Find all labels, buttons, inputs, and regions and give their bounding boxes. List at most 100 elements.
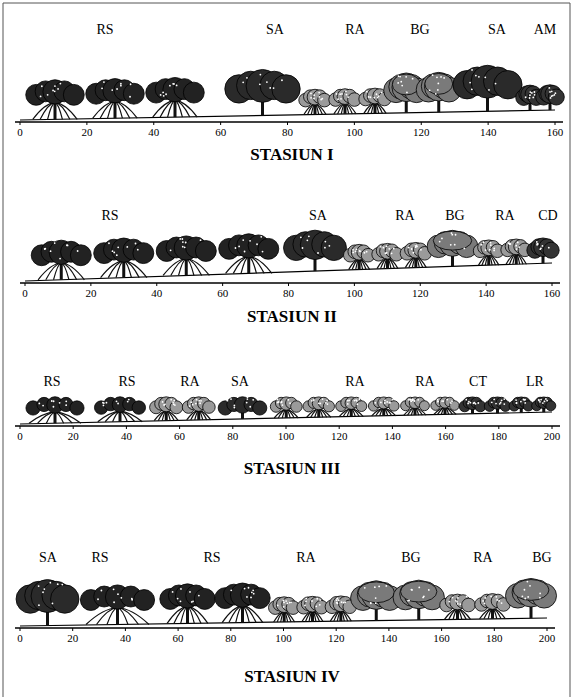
leaf-speckle <box>113 252 115 254</box>
leaf-speckle <box>338 599 340 601</box>
leaf-speckle <box>162 92 164 94</box>
leaf-speckle <box>326 400 328 402</box>
leaf-speckle <box>366 251 368 253</box>
axis-tick-mark <box>392 426 393 429</box>
leaf-speckle <box>244 588 246 590</box>
axis-tick-mark <box>178 628 179 631</box>
leaf-speckle <box>475 75 477 77</box>
leaf-speckle <box>103 405 105 407</box>
leaf-speckle <box>529 97 531 99</box>
leaf-speckle <box>57 88 59 90</box>
canopy <box>123 83 144 104</box>
leaf-speckle <box>366 91 368 93</box>
axis-tick-mark <box>498 426 499 429</box>
leaf-speckle <box>437 89 439 91</box>
leaf-speckle <box>523 399 525 401</box>
leaf-speckle <box>251 591 253 593</box>
species-code: BG <box>445 208 464 223</box>
axis-tick-mark <box>354 122 355 125</box>
leaf-speckle <box>162 401 164 403</box>
leaf-speckle <box>432 74 434 76</box>
leaf-speckle <box>498 600 500 602</box>
leaf-speckle <box>527 596 529 598</box>
leaf-speckle <box>315 605 317 607</box>
stilt-root <box>97 608 118 625</box>
leaf-speckle <box>347 96 349 98</box>
leaf-speckle <box>448 601 450 603</box>
axis-tick-mark <box>354 283 355 286</box>
leaf-speckle <box>416 246 418 248</box>
canopy <box>249 588 270 609</box>
leaf-speckle <box>44 248 46 250</box>
leaf-speckle <box>545 398 547 400</box>
leaf-speckle <box>116 254 118 256</box>
leaf-speckle <box>470 402 472 404</box>
stilt-root <box>116 261 124 278</box>
leaf-speckle <box>103 81 105 83</box>
leaf-speckle <box>471 88 473 90</box>
leaf-speckle <box>484 597 486 599</box>
leaf-speckle <box>283 601 285 603</box>
axis-number: 160 <box>437 430 454 442</box>
mangrove-tree <box>80 585 154 625</box>
leaf-speckle <box>116 88 118 90</box>
species-code: SA <box>231 374 249 389</box>
leaf-speckle <box>391 252 393 254</box>
species-code: RA <box>415 374 434 389</box>
leaf-speckle <box>368 96 370 98</box>
stilt-root <box>229 606 243 623</box>
stilt-root <box>160 100 175 117</box>
leaf-speckle <box>484 76 486 78</box>
leaf-speckle <box>412 399 414 401</box>
axis-tick-mark <box>552 426 553 429</box>
leaf-speckle <box>490 244 492 246</box>
mangrove-tree <box>343 244 374 269</box>
axis-number: 60 <box>174 430 185 442</box>
stilt-root <box>108 101 115 118</box>
leaf-speckle <box>459 603 461 605</box>
species-code: RA <box>473 550 492 565</box>
axis-tick-mark <box>90 283 91 286</box>
canopy <box>401 581 437 602</box>
station-title: STASIUN I <box>250 146 333 165</box>
mangrove-tree <box>225 69 300 115</box>
leaf-speckle <box>61 584 63 586</box>
leaf-speckle <box>287 399 289 401</box>
leaf-speckle <box>355 251 357 253</box>
leaf-speckle <box>533 91 535 93</box>
axis-tick-mark <box>488 122 489 125</box>
leaf-speckle <box>540 247 542 249</box>
axis-tick-mark <box>288 283 289 286</box>
leaf-speckle <box>484 603 486 605</box>
leaf-speckle <box>437 399 439 401</box>
leaf-speckle <box>336 599 338 601</box>
mangrove-tree <box>297 596 328 621</box>
leaf-speckle <box>318 92 320 94</box>
leaf-speckle <box>103 402 105 404</box>
axis-number: 100 <box>346 287 363 299</box>
axis-tick-mark <box>494 628 495 631</box>
leaf-speckle <box>536 243 538 245</box>
leaf-speckle <box>199 402 201 404</box>
leaf-speckle <box>276 398 278 400</box>
leaf-speckle <box>503 403 505 405</box>
axis-tick-mark <box>156 283 157 286</box>
mangrove-tree <box>505 578 556 618</box>
leaf-speckle <box>493 250 495 252</box>
leaf-speckle <box>59 258 61 260</box>
leaf-speckle <box>485 249 487 251</box>
leaf-speckle <box>509 243 511 245</box>
axis-number: 140 <box>478 287 495 299</box>
stilt-root <box>241 256 249 273</box>
axis-number: 120 <box>331 430 348 442</box>
leaf-speckle <box>364 252 366 254</box>
mangrove-tree <box>473 240 504 265</box>
mangrove-tree <box>219 234 279 274</box>
leaf-speckle <box>51 400 53 402</box>
stilt-root <box>309 611 312 622</box>
leaf-speckle <box>483 241 485 243</box>
mangrove-tree <box>26 397 84 423</box>
mangrove-tree <box>86 79 145 119</box>
axis-tick-mark <box>20 628 21 631</box>
axis-tick-mark <box>283 628 284 631</box>
